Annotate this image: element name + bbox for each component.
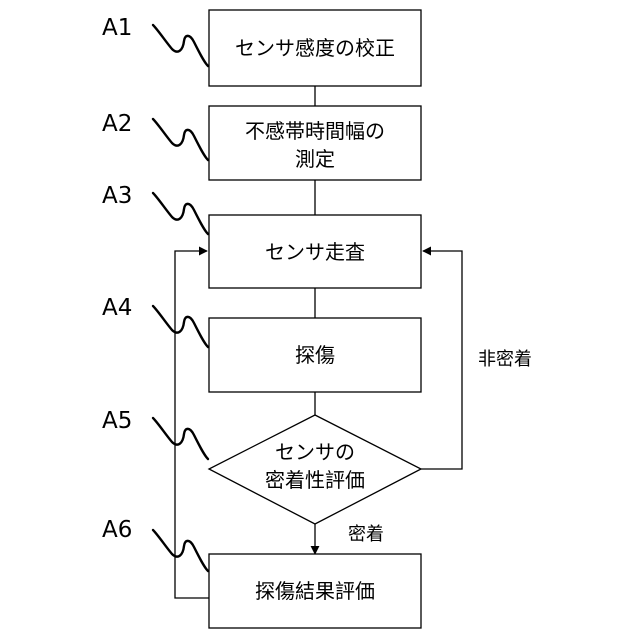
loop-not-adhered [421, 251, 462, 469]
step-a4-text: 探傷 [295, 343, 335, 367]
step-a6-text: 探傷結果評価 [255, 579, 375, 603]
edge-label-adhered: 密着 [348, 524, 384, 545]
loop-result-return [175, 251, 209, 598]
step-a2-text-line2: 測定 [295, 147, 335, 171]
edge-label-not-adhered: 非密着 [478, 349, 532, 370]
step-a3-text: センサ走査 [265, 240, 365, 264]
step-a6-label: A6 [102, 517, 132, 543]
step-a1-label: A1 [102, 15, 132, 41]
step-a2-text-line1: 不感帯時間幅の [245, 119, 385, 143]
step-a1-leader [153, 25, 208, 66]
step-a2-label: A2 [102, 111, 132, 137]
step-a5-label: A5 [102, 408, 132, 434]
step-a5-text-line1: センサの [275, 440, 355, 464]
step-a5-text-line2: 密着性評価 [265, 468, 365, 492]
step-a1-text: センサ感度の校正 [235, 36, 395, 60]
step-a3-label: A3 [102, 183, 132, 209]
step-a4-label: A4 [102, 295, 132, 321]
step-a2-leader [153, 119, 208, 160]
step-a4-leader [153, 306, 208, 347]
step-a6-leader [153, 530, 208, 571]
step-a3-leader [153, 193, 208, 234]
step-a5-leader [153, 418, 208, 459]
